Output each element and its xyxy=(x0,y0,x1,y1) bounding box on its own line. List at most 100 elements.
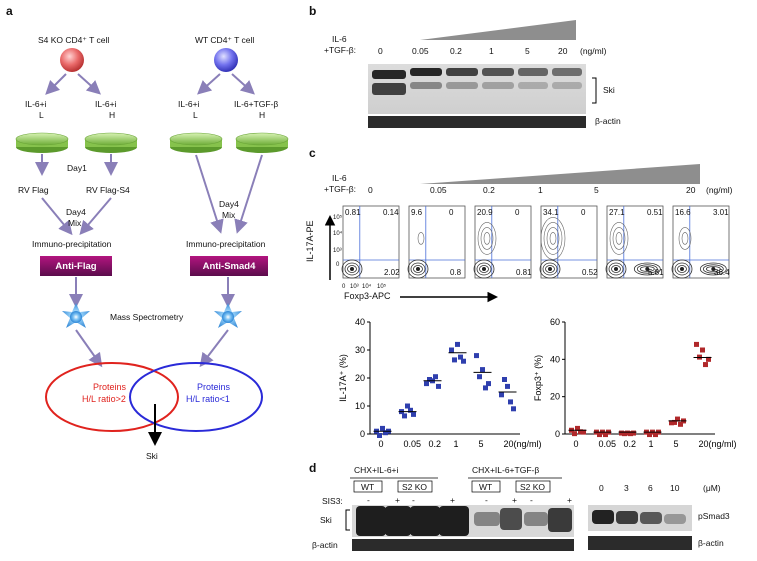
d-genotype-1: WT xyxy=(361,482,375,492)
foxp3-point-0-2 xyxy=(575,425,580,431)
b-actin-blot xyxy=(368,116,586,128)
facs-4-lr: 5.81 xyxy=(648,268,664,277)
d-psmad3-label: pSmad3 xyxy=(698,511,730,521)
facs-2-ur: 0 xyxy=(515,208,520,217)
c-dose-2: 0.2 xyxy=(483,185,495,195)
dish-2-label: H xyxy=(109,110,116,120)
il17a-point-5-3 xyxy=(508,399,513,405)
foxp3-point-3-1 xyxy=(647,432,652,438)
facs-plot-3 xyxy=(539,205,598,279)
il17a-point-0-3 xyxy=(383,430,388,436)
d-sis3-sign-2: - xyxy=(412,495,415,505)
d-sis3-unit: (μM) xyxy=(703,483,721,493)
c-dose-3: 1 xyxy=(538,185,543,195)
c-dose-wedge xyxy=(420,164,700,184)
d-sis3-sign-4: - xyxy=(485,495,488,505)
il17a-xtick-0: 0 xyxy=(379,439,384,449)
foxp3-ytick-2: 40 xyxy=(550,354,560,364)
s4ko-cell xyxy=(60,48,84,72)
il17a-point-5-0 xyxy=(499,392,504,398)
foxp3-xtick-2: 0.2 xyxy=(624,439,637,449)
b-dose-3: 1 xyxy=(489,46,494,56)
il17a-point-5-2 xyxy=(505,383,510,389)
facs-tick-y4: 0 xyxy=(336,262,340,268)
foxp3-point-0-3 xyxy=(578,429,583,435)
panel-label-b: b xyxy=(309,4,317,18)
facs-1-lr: 0.8 xyxy=(450,268,462,277)
il17a-xtick-2: 0.2 xyxy=(429,439,442,449)
b-dose-wedge xyxy=(420,20,576,40)
facs-0-lr: 2.02 xyxy=(384,268,400,277)
venn-circle-left xyxy=(45,362,179,432)
il17a-ytick-2: 20 xyxy=(355,373,365,383)
il17a-ylabel: IL-17A⁺ (%) xyxy=(338,354,348,402)
b-actin-label: β-actin xyxy=(595,116,621,126)
il17a-point-4-1 xyxy=(477,374,482,380)
c-dose-1: 0.05 xyxy=(430,185,447,195)
foxp3-point-5-3 xyxy=(703,362,708,368)
foxp3-point-1-3 xyxy=(603,432,608,438)
left-day4-label: Day4 xyxy=(66,207,86,217)
b-dose-1: 0.05 xyxy=(412,46,429,56)
d-group1-label: CHX+IL-6+i xyxy=(354,465,399,475)
dish-3-treatment: IL-6+i xyxy=(178,99,200,109)
facs-1-ur: 0 xyxy=(449,208,454,217)
foxp3-point-4-0 xyxy=(669,420,674,426)
anti-flag-box: Anti-Flag xyxy=(40,256,112,276)
dish-4-treatment: IL-6+TGF-β xyxy=(234,99,279,109)
b-dose-5: 20 xyxy=(558,46,568,56)
d-genotype-2: S2 KO xyxy=(402,482,428,492)
d-sis3-sign-5: + xyxy=(512,495,517,505)
foxp3-point-5-4 xyxy=(706,356,711,362)
il17a-xtick-5: 20(ng/ml) xyxy=(504,439,542,449)
foxp3-point-2-2 xyxy=(625,430,630,436)
il17a-point-0-2 xyxy=(380,425,385,431)
dish-1-treatment: IL-6+i xyxy=(25,99,47,109)
foxp3-point-5-2 xyxy=(700,347,705,353)
foxp3-point-2-4 xyxy=(631,430,636,436)
foxp3-point-4-3 xyxy=(678,421,683,427)
foxp3-ytick-3: 60 xyxy=(550,317,560,327)
ski-result-label: Ski xyxy=(146,451,158,461)
d-genotype-3: WT xyxy=(479,482,493,492)
facs-plot-2 xyxy=(473,205,532,279)
facs-tick-x2: 10³ xyxy=(350,284,359,290)
il17a-point-2-4 xyxy=(436,383,441,389)
panel-label-d: d xyxy=(309,461,317,475)
day1-label: Day1 xyxy=(67,163,87,173)
il17a-point-4-0 xyxy=(474,353,479,359)
b-ski-label: Ski xyxy=(603,85,615,95)
b-treatment-line1: IL-6 xyxy=(332,34,347,44)
foxp3-xtick-3: 1 xyxy=(649,439,654,449)
il17a-point-3-1 xyxy=(452,357,457,363)
il17a-point-1-1 xyxy=(402,413,407,419)
dish-1-label: L xyxy=(39,110,44,120)
facs-tick-x3: 10⁴ xyxy=(362,284,372,290)
b-dose-0: 0 xyxy=(378,46,383,56)
il17a-point-5-1 xyxy=(502,377,507,382)
foxp3-ytick-0: 0 xyxy=(555,429,560,439)
facs-3-ul: 34.1 xyxy=(543,208,559,217)
d-sis3-dose-3: 10 xyxy=(670,483,680,493)
facs-1-ul: 9.6 xyxy=(411,208,423,217)
facs-tick-y1: 10⁵ xyxy=(333,215,343,221)
facs-plot-0 xyxy=(341,205,400,279)
b-dose-4: 5 xyxy=(525,46,530,56)
foxp3-xtick-1: 0.05 xyxy=(599,439,617,449)
foxp3-xtick-4: 5 xyxy=(674,439,679,449)
facs-5-ul: 16.6 xyxy=(675,208,691,217)
venn-right-line2: H/L ratio<1 xyxy=(186,394,230,404)
foxp3-point-2-1 xyxy=(622,431,627,437)
facs-plot-1 xyxy=(407,205,466,279)
il17a-point-2-3 xyxy=(433,374,438,380)
rv-flag-s4-label: RV Flag-S4 xyxy=(86,185,130,195)
il17a-point-3-2 xyxy=(455,341,460,347)
facs-3-ur: 0 xyxy=(581,208,586,217)
culture-dish-1 xyxy=(15,132,69,153)
